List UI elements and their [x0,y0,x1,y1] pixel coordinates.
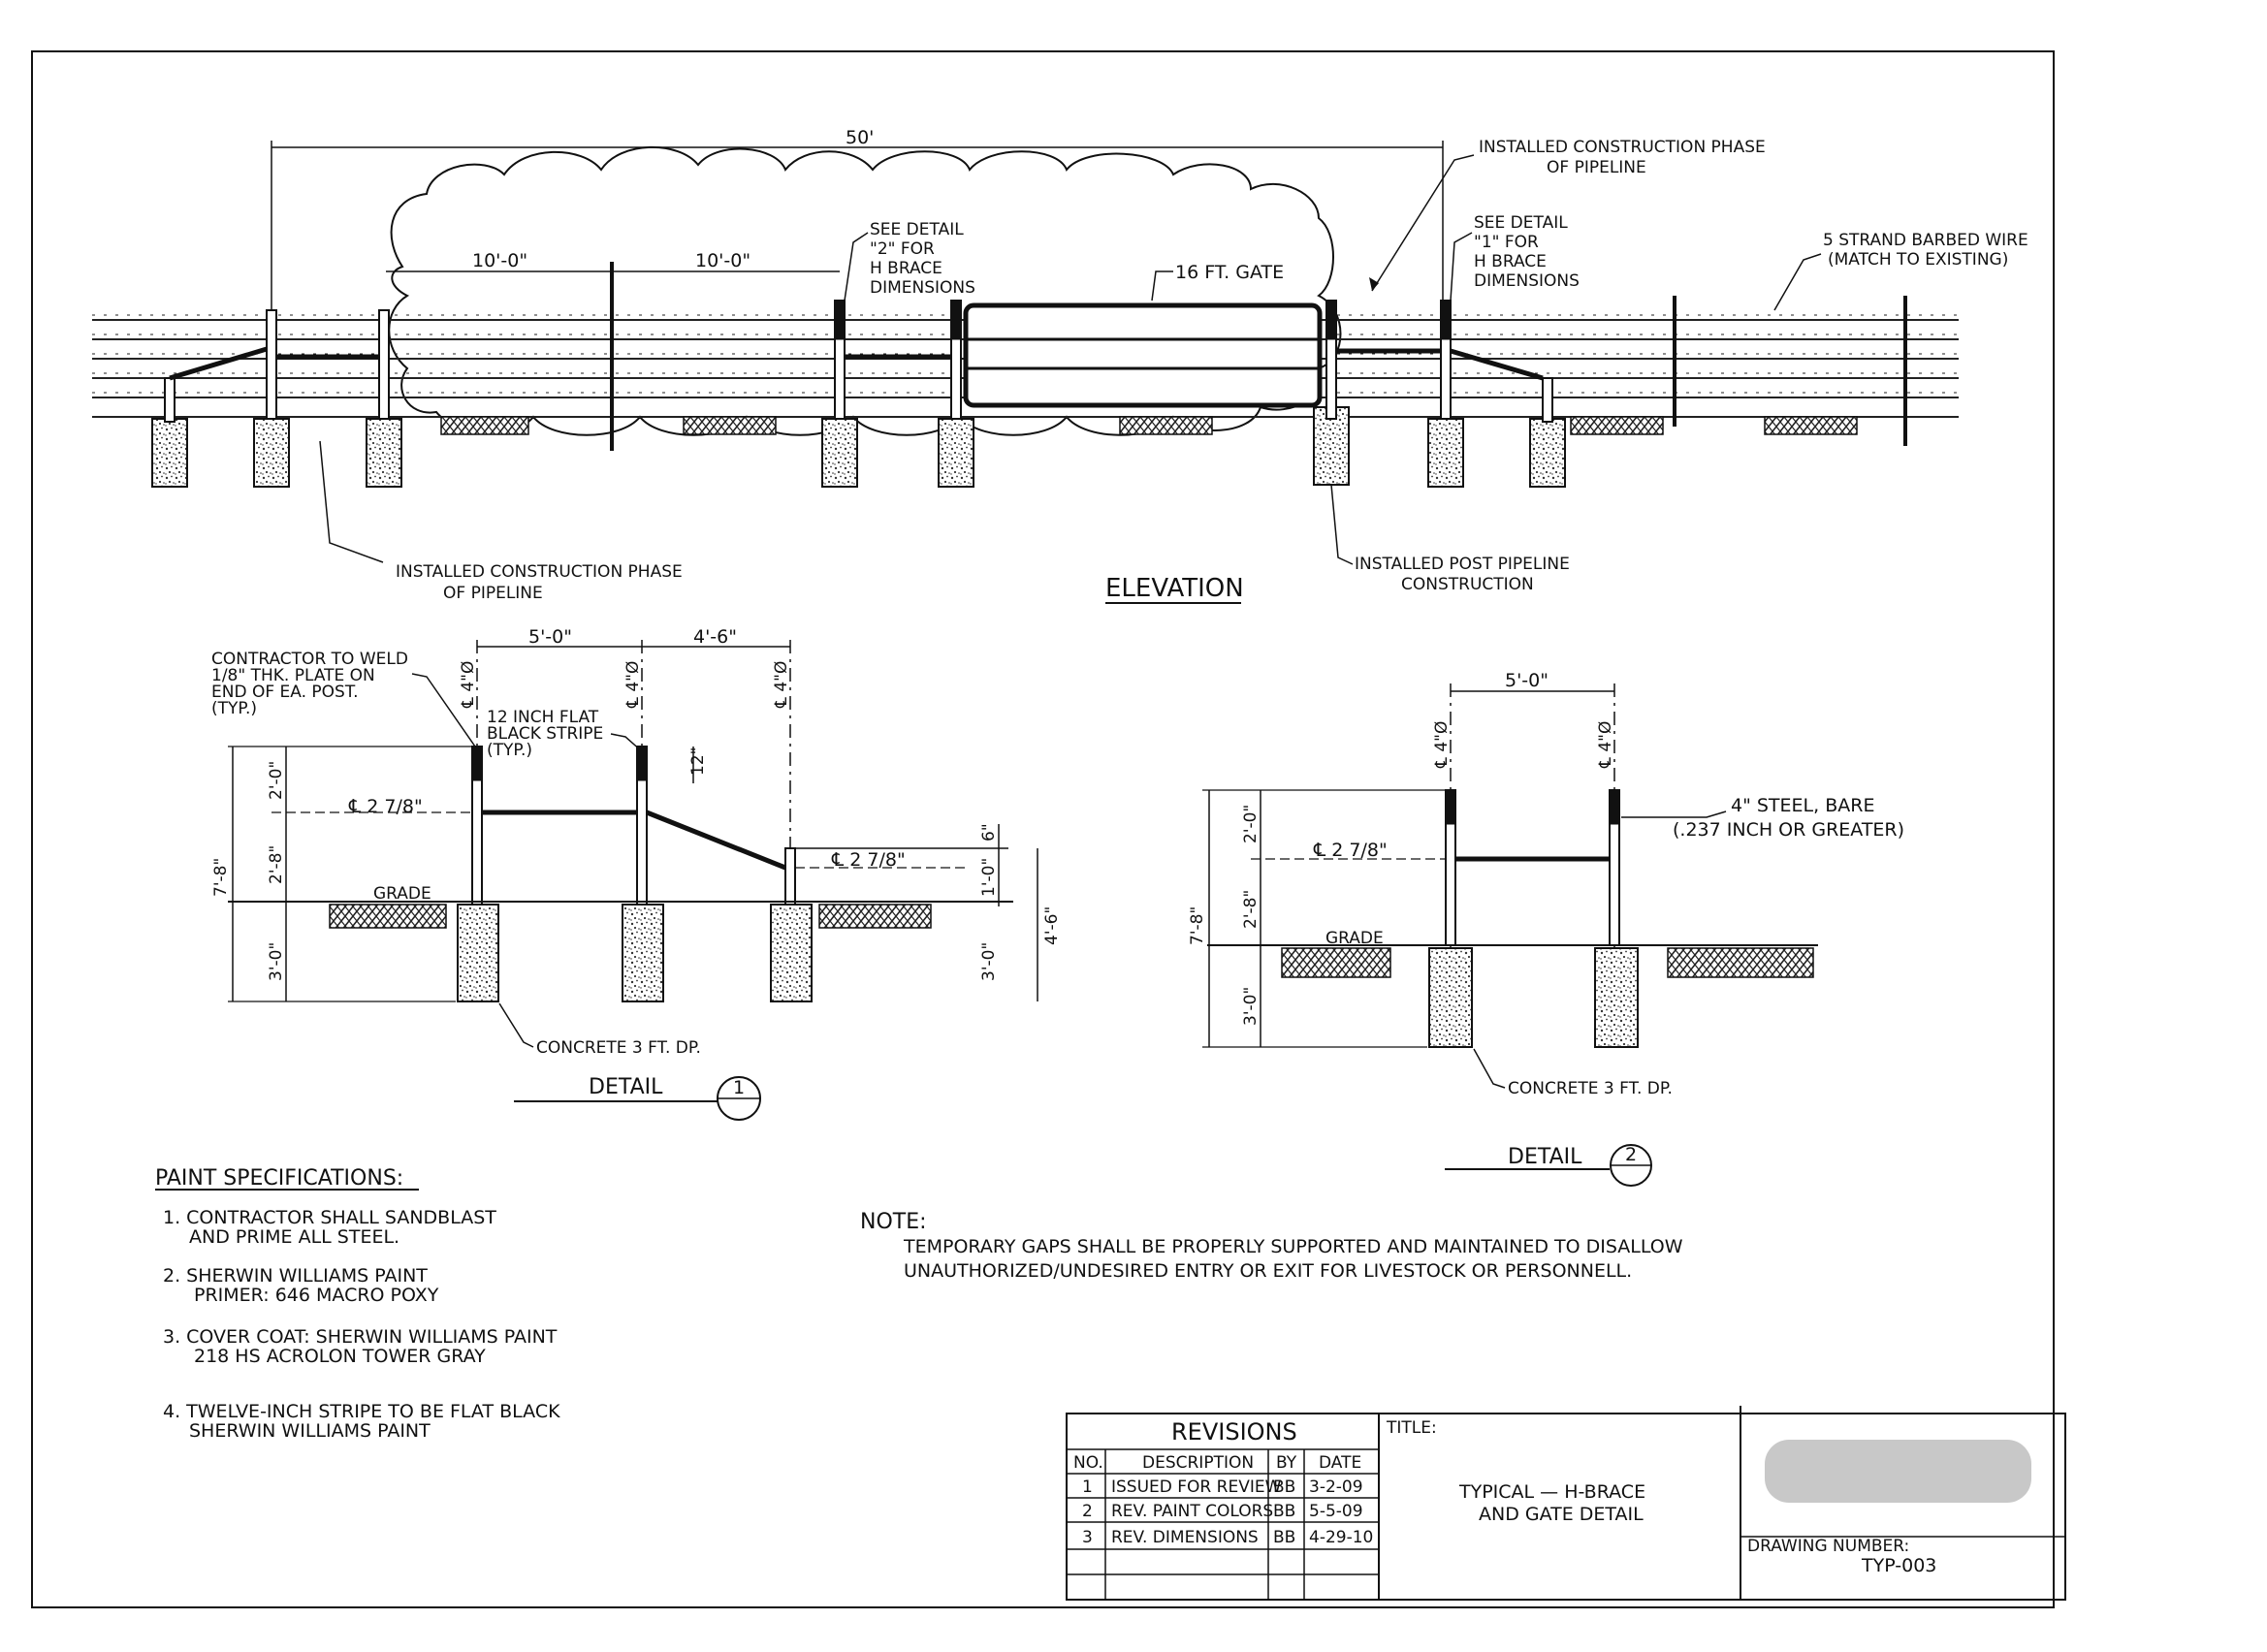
gate-label: 16 FT. GATE [1175,262,1284,283]
dim-50-ft: 50' [846,127,874,148]
drawing-number: TYP-003 [1861,1555,1936,1576]
d1-post-cl-1: ℄ 4"Ø [459,661,478,709]
d1-dim-12in: 12" [688,747,708,776]
rev-row-1-by: BB [1273,1477,1295,1497]
d1-dim-2-0: 2'-0" [267,761,286,800]
general-note: NOTE: TEMPORARY GAPS SHALL BE PROPERLY S… [860,1210,1683,1282]
d1-dim-3-0b: 3'-0" [979,942,999,981]
rev-col-by: BY [1276,1453,1297,1473]
rev-col-description: DESCRIPTION [1142,1453,1254,1473]
d2-post-cl-1: ℄ 4"Ø [1432,721,1452,769]
note-barbed-wire: 5 STRAND BARBED WIRE (MATCH TO EXISTING) [1823,231,2033,270]
note-see-detail-1: SEE DETAIL "1" FOR H BRACE DIMENSIONS [1474,213,1580,291]
revisions-heading: REVISIONS [1171,1418,1297,1446]
rev-row-2-no: 2 [1082,1502,1093,1521]
d2-dim-5ft: 5'-0" [1505,670,1549,691]
rev-row-3-no: 3 [1082,1528,1093,1547]
rev-row-3-by: BB [1273,1528,1295,1547]
title-line-1: TYPICAL — H-BRACE [1458,1481,1645,1503]
title-label: TITLE: [1386,1418,1437,1438]
redacted-logo [1765,1440,2031,1503]
dim-span-a: 10'-0" [472,250,527,271]
dim-span-b: 10'-0" [695,250,750,271]
d1-dim-3-0: 3'-0" [267,942,286,981]
detail-1: 5'-0" 4'-6" ℄ 4"Ø ℄ 4"Ø ℄ 4"Ø CONTRACTOR… [211,626,1062,1121]
elevation-title: ELEVATION [1105,574,1244,603]
d1-dim-6in: 6" [979,823,999,842]
detail-2: 5'-0" ℄ 4"Ø ℄ 4"Ø ℄ 2 7/8" 4" STEEL, BAR… [1188,670,1904,1187]
d1-grade: GRADE [373,884,431,904]
paint-heading: PAINT SPECIFICATIONS: [155,1166,403,1191]
d2-dim-3-0: 3'-0" [1241,987,1261,1026]
revisions-table: REVISIONS NO. DESCRIPTION BY DATE 1 ISSU… [1066,1406,2066,1601]
note-line-1: TEMPORARY GAPS SHALL BE PROPERLY SUPPORT… [903,1236,1683,1257]
rev-row-1-desc: ISSUED FOR REVIEW [1111,1477,1282,1497]
d1-dim-4-6v: 4'-6" [1042,906,1062,945]
d1-dim-5ft: 5'-0" [528,626,572,648]
note-see-detail-2: SEE DETAIL "2" FOR H BRACE DIMENSIONS [870,220,975,298]
rev-row-2-desc: REV. PAINT COLORS [1111,1502,1273,1521]
rev-row-1-no: 1 [1082,1477,1093,1497]
rev-row-2-date: 5-5-09 [1309,1502,1363,1521]
revision-cloud-construction [388,145,1342,436]
d1-note-weld: CONTRACTOR TO WELD 1/8" THK. PLATE ON EN… [211,650,413,718]
d2-dim-2-8: 2'-8" [1241,890,1261,929]
rev-row-1-date: 3-2-09 [1309,1477,1363,1497]
note-post-pipeline: INSTALLED POST PIPELINE CONSTRUCTION [1355,555,1575,594]
d1-dim-2-8: 2'-8" [267,845,286,884]
note-construction-phase-top: INSTALLED CONSTRUCTION PHASE OF PIPELINE [1479,138,1771,177]
elevation-view: 50' [92,127,2033,604]
rev-row-2-by: BB [1273,1502,1295,1521]
d2-grade: GRADE [1325,929,1384,948]
d2-rail-label: ℄ 2 7/8" [1313,840,1388,861]
rev-col-no: NO. [1073,1453,1103,1473]
rev-row-3-date: 4-29-10 [1309,1528,1373,1547]
d1-rail-label-b: ℄ 2 7/8" [831,849,906,871]
note-heading: NOTE: [860,1210,927,1234]
d1-dim-4-6: 4'-6" [693,626,737,648]
d1-post-cl-3: ℄ 4"Ø [772,661,791,709]
d1-detail-label: DETAIL [589,1075,663,1099]
d1-dim-1-0: 1'-0" [979,858,999,897]
d1-detail-number: 1 [733,1077,745,1098]
drawing-number-label: DRAWING NUMBER: [1747,1537,1909,1556]
rev-col-date: DATE [1319,1453,1361,1473]
d2-dim-2-0: 2'-0" [1241,805,1261,843]
paint-specifications: PAINT SPECIFICATIONS: 1. CONTRACTOR SHAL… [155,1166,560,1442]
note-line-2: UNAUTHORIZED/UNDESIRED ENTRY OR EXIT FOR… [904,1260,1632,1282]
d1-post-cl-2: ℄ 4"Ø [623,661,643,709]
sheet-border [31,50,2055,1608]
d2-dim-7-8: 7'-8" [1188,906,1207,945]
title-line-2: AND GATE DETAIL [1479,1504,1644,1525]
d2-detail-label: DETAIL [1508,1145,1582,1169]
d2-note-steel: 4" STEEL, BARE (.237 INCH OR GREATER) [1673,795,1904,841]
d1-rail-label-a: ℄ 2 7/8" [348,796,423,817]
d1-concrete-note: CONCRETE 3 FT. DP. [536,1038,701,1058]
d2-post-cl-2: ℄ 4"Ø [1596,721,1615,769]
d2-detail-number: 2 [1625,1144,1637,1165]
d1-note-stripe: 12 INCH FLAT BLACK STRIPE (TYP.) [487,708,609,760]
gate-16ft [963,302,1323,408]
note-construction-phase-bottom: INSTALLED CONSTRUCTION PHASE OF PIPELINE [396,562,687,603]
d1-dim-7-8: 7'-8" [211,858,231,897]
rev-row-3-desc: REV. DIMENSIONS [1111,1528,1259,1547]
d2-concrete-note: CONCRETE 3 FT. DP. [1508,1079,1673,1098]
